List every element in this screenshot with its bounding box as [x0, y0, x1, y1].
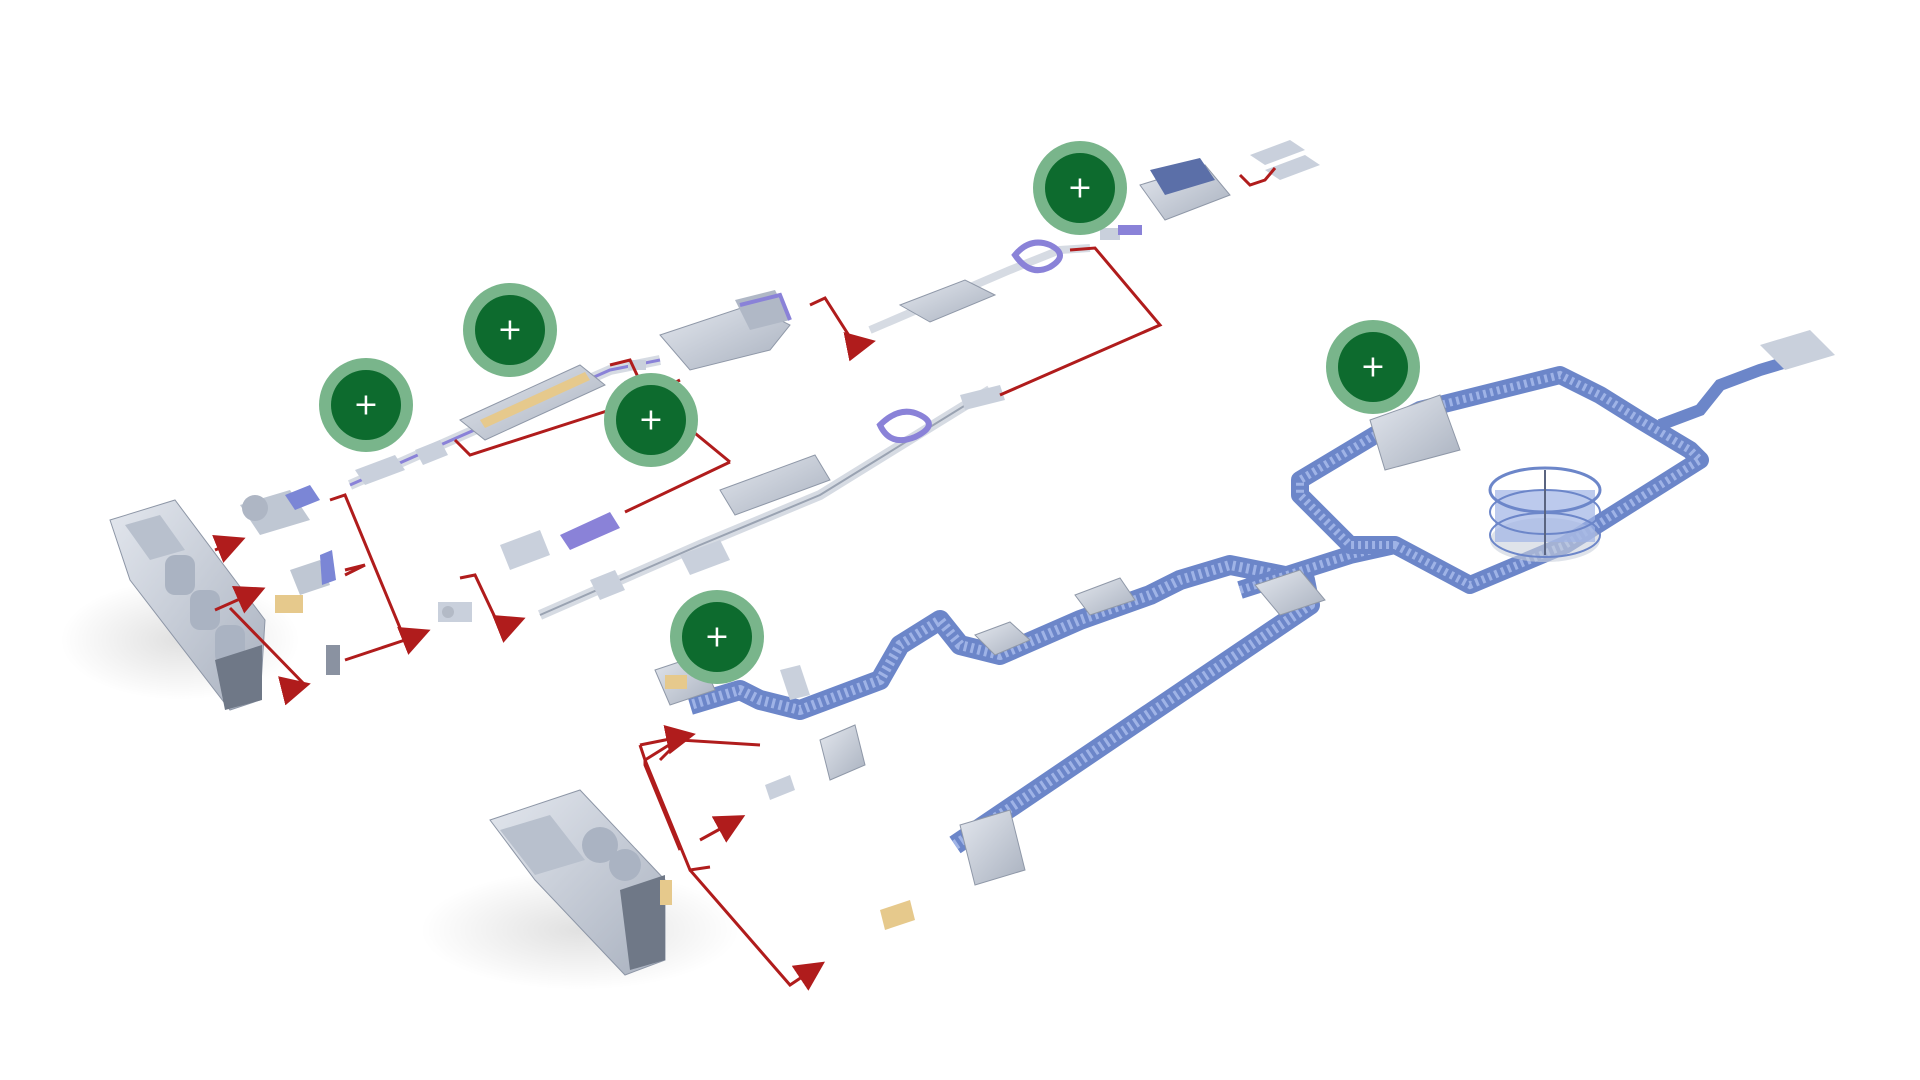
hotspot-baking-oven[interactable]: + [604, 373, 698, 467]
plus-icon: + [1067, 171, 1092, 206]
spiral-cooler-unit [1488, 466, 1602, 562]
dough-feeder-units [240, 485, 472, 675]
flow-arrow-lower-7 [643, 760, 682, 851]
hotspot-core [682, 602, 752, 672]
packaging-cell-row [1118, 140, 1320, 235]
flow-arrow-upper-6 [344, 563, 366, 577]
flow-arrow-lower-1 [638, 744, 711, 872]
hotspot-spiral-cooler[interactable]: + [1326, 320, 1420, 414]
flow-arrow-lower-4 [639, 724, 696, 755]
flow-arrow-upper-13 [809, 296, 876, 362]
hotspot-packaging-cell[interactable]: + [1033, 141, 1127, 235]
hotspot-core [331, 370, 401, 440]
flow-arrow-upper-3 [228, 606, 307, 687]
hotspot-dough-forming[interactable]: + [319, 358, 413, 452]
lower-baking-line [500, 385, 1005, 620]
plus-icon: + [638, 403, 663, 438]
flow-arrow-upper-7 [397, 626, 431, 655]
upper-line [60, 140, 1320, 711]
flow-arrows [212, 167, 1277, 991]
hotspot-bread-proofing[interactable]: + [670, 590, 764, 684]
flow-arrow-lower-5 [699, 815, 746, 843]
hotspot-core [475, 295, 545, 365]
hotspot-core [616, 385, 686, 455]
hotspot-sheeting-line[interactable]: + [463, 283, 557, 377]
plus-icon: + [497, 313, 522, 348]
flow-arrow-upper-5 [329, 493, 408, 662]
flow-arrow-upper-11 [624, 460, 731, 514]
hotspot-core [1045, 153, 1115, 223]
hotspot-layer: + + + + + + [319, 141, 1420, 684]
flow-arrow-upper-15 [1238, 167, 1277, 187]
flow-arrow-upper-4 [278, 676, 311, 706]
plus-icon: + [353, 388, 378, 423]
flow-arrow-upper-1 [212, 534, 246, 563]
plus-icon: + [704, 620, 729, 655]
mixing-tower-lower [420, 789, 740, 990]
cutting-station-row [628, 290, 792, 371]
baking-oven-row [868, 228, 1120, 334]
flow-arrow-lower-6 [688, 869, 825, 991]
lower-line [420, 330, 1835, 990]
hotspot-core [1338, 332, 1408, 402]
plus-icon: + [1360, 350, 1385, 385]
flow-arrow-upper-14 [999, 246, 1163, 397]
flow-arrow-upper-8 [459, 573, 526, 643]
flow-arrow-upper-2 [214, 586, 266, 614]
main-conveyor [654, 330, 1835, 930]
